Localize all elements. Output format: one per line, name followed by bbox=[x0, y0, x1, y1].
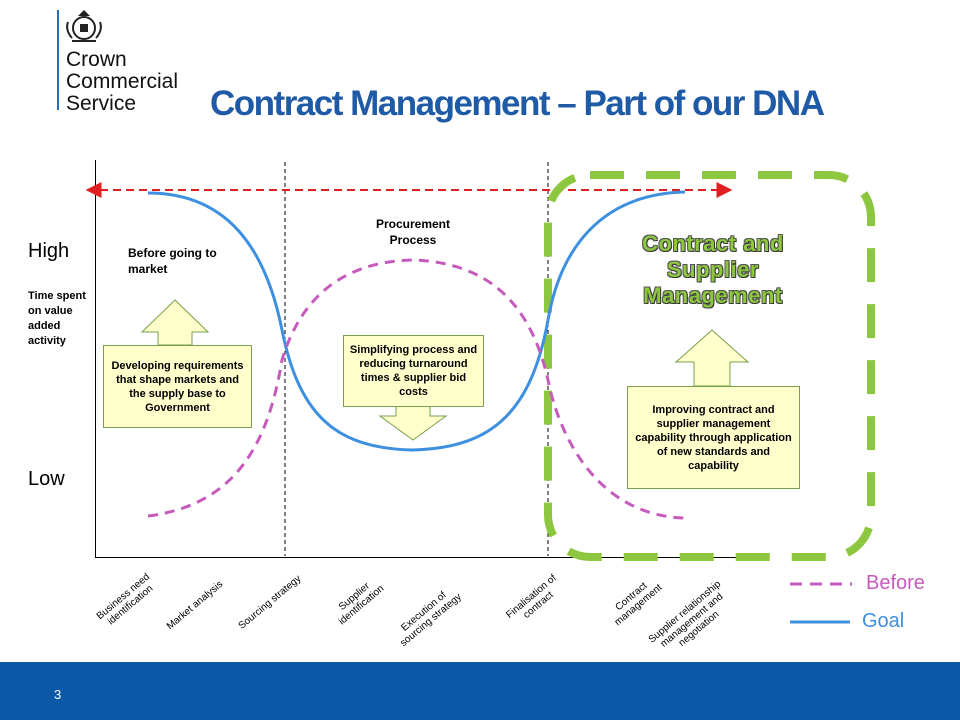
page-title: Contract Management – Part of our DNA bbox=[210, 84, 825, 123]
developing-callout: Developing requirements that shape marke… bbox=[103, 345, 252, 428]
developing-callout-text: Developing requirements that shape marke… bbox=[111, 359, 244, 414]
simplifying-callout: Simplifying process and reducing turnaro… bbox=[343, 335, 484, 407]
simplifying-down-arrow bbox=[378, 405, 448, 441]
page-number: 3 bbox=[54, 687, 62, 702]
goal-curve bbox=[147, 190, 686, 452]
logo-text-line1: Crown bbox=[66, 48, 127, 71]
logo-divider bbox=[57, 10, 59, 110]
logo-text-line3: Service bbox=[66, 92, 137, 115]
improving-up-arrow bbox=[674, 329, 750, 387]
y-label-high: High bbox=[28, 240, 70, 262]
improving-callout: Improving contract and supplier manageme… bbox=[627, 386, 800, 489]
simplifying-callout-text: Simplifying process and reducing turnaro… bbox=[349, 344, 478, 398]
y-label-description: Time spent on value added activity bbox=[28, 290, 86, 347]
contract-supplier-title: Contract and Supplier Management bbox=[642, 231, 784, 308]
contract-management-box bbox=[544, 171, 875, 561]
legend-before-label: Before bbox=[866, 572, 925, 594]
y-axis bbox=[95, 160, 96, 558]
legend-goal-label: Goal bbox=[862, 610, 905, 632]
before-curve bbox=[147, 258, 686, 520]
improving-callout-text: Improving contract and supplier manageme… bbox=[635, 403, 792, 472]
developing-up-arrow bbox=[140, 299, 210, 346]
footer-bar bbox=[0, 662, 960, 720]
x-axis bbox=[95, 557, 765, 558]
before-market-label: Before going to market bbox=[128, 246, 217, 276]
y-label-low: Low bbox=[28, 468, 65, 490]
logo-text-line2: Commercial bbox=[66, 70, 179, 93]
royal-crest-icon bbox=[66, 10, 102, 42]
procurement-label: Procurement Process bbox=[375, 217, 451, 247]
